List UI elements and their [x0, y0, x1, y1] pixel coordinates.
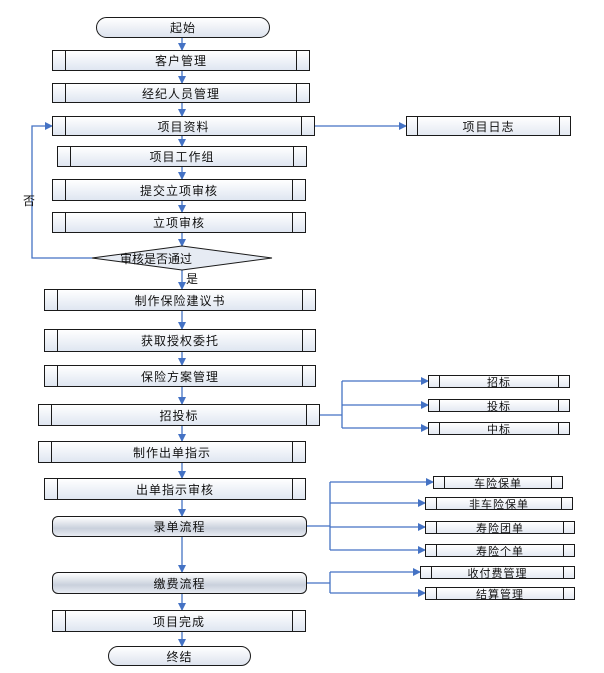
project-complete-node: 项目完成: [52, 610, 306, 632]
decision-diamond: [91, 245, 273, 271]
bid-invite-node: 招标: [428, 375, 570, 389]
decision-label: 审核是否通过: [120, 252, 193, 266]
project-review-node: 立项审核: [52, 212, 306, 233]
payment-mgmt-node: 收付费管理: [420, 566, 575, 580]
project-info-node: 项目资料: [52, 116, 315, 136]
bid-submit-node: 投标: [428, 399, 570, 413]
project-log-node: 项目日志: [406, 116, 571, 136]
payment-process-node: 缴费流程: [52, 572, 307, 594]
insurance-proposal-node: 制作保险建议书: [44, 289, 316, 311]
arrow-decision-no: [31, 122, 92, 259]
connectors: [31, 38, 434, 647]
authorization-node: 获取授权委托: [44, 329, 316, 352]
group-life-policy-node: 寿险团单: [425, 521, 575, 535]
plan-mgmt-node: 保险方案管理: [44, 365, 316, 387]
broker-mgmt-node: 经纪人员管理: [52, 83, 310, 103]
submit-review-node: 提交立项审核: [52, 179, 306, 201]
start-node: 起始: [96, 17, 270, 38]
customer-mgmt-node: 客户管理: [52, 50, 310, 71]
non-auto-policy-node: 非车险保单: [425, 497, 573, 511]
bid-win-node: 中标: [428, 422, 570, 436]
bidding-node: 招投标: [38, 404, 320, 426]
instruction-review-node: 出单指示审核: [44, 478, 306, 500]
yes-label: 是: [186, 272, 199, 286]
individual-life-policy-node: 寿险个单: [425, 544, 575, 558]
no-label: 否: [23, 194, 36, 208]
settlement-mgmt-node: 结算管理: [425, 587, 575, 601]
issue-instruction-node: 制作出单指示: [38, 441, 306, 463]
entry-process-node: 录单流程: [52, 516, 307, 537]
end-node: 终结: [108, 646, 251, 666]
project-team-node: 项目工作组: [57, 146, 307, 167]
auto-policy-node: 车险保单: [433, 476, 563, 490]
